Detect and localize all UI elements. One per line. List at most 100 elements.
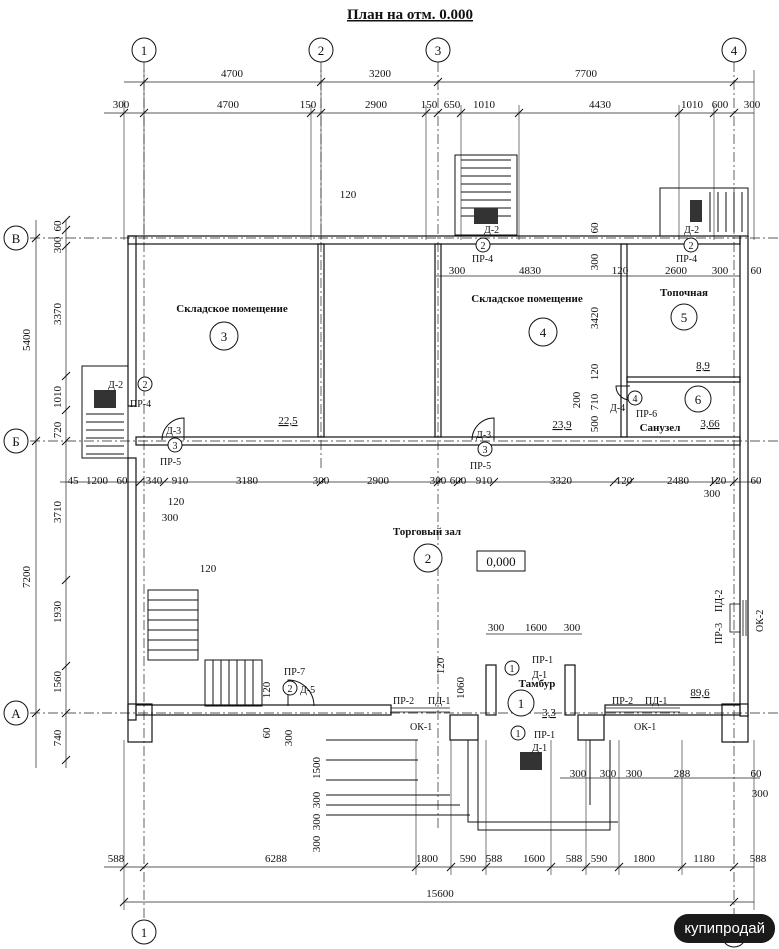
mark-d3: Д-3 [476, 430, 491, 441]
dim-mid-misc: 300 [162, 512, 179, 524]
dim-top2: 300 [113, 99, 130, 111]
plan-title: План на отм. 0.000 [347, 7, 473, 23]
mark-d3: Д-3 [166, 426, 181, 437]
dim-room: 300 [449, 265, 466, 277]
dim-mid-misc: 120 [340, 189, 357, 201]
mark-pd1: ПД-1 [428, 696, 450, 707]
axis-lines [30, 62, 779, 920]
dim-entry: 300 [564, 622, 581, 634]
dim-top2: 600 [712, 99, 729, 111]
room-1-number: 1 [518, 696, 525, 711]
dim-bottom: 1800 [416, 853, 439, 865]
dim-left-outer: 7200 [21, 566, 33, 589]
room-1-name: Тамбур [519, 678, 556, 690]
dim-bottom: 1180 [693, 853, 715, 865]
room-2-name: Торговый зал [393, 526, 461, 538]
window-openings [391, 600, 747, 713]
dim-entry: 300 [488, 622, 505, 634]
dim-mid: 45 [68, 475, 80, 487]
stair-hatches [94, 200, 702, 770]
room-5-name: Топочная [660, 287, 708, 299]
dim-top2: 1010 [473, 99, 496, 111]
axis-label-4-top: 4 [731, 43, 738, 58]
dim-bottom: 588 [566, 853, 583, 865]
dim-entry: 300 [626, 768, 643, 780]
dimension-ticks [31, 77, 739, 907]
dim-mid: 300 [313, 475, 330, 487]
dim-room: 710 [589, 393, 601, 410]
dim-left-inner: 720 [52, 421, 64, 438]
axis-label-a: А [11, 706, 21, 721]
dim-mid-misc: 120 [168, 496, 185, 508]
room-4-name: Складское помещение [471, 293, 583, 305]
mark-d2: Д-2 [484, 225, 499, 236]
dim-left-outer: 5400 [21, 329, 33, 352]
dim-mid: 3320 [550, 475, 573, 487]
dim-bottom: 588 [750, 853, 767, 865]
axis-bubbles [3, 37, 747, 948]
mark-pr5: ПР-5 [160, 457, 181, 468]
dim-left-inner: 1930 [52, 601, 64, 624]
mark-pr1: ПР-1 [534, 730, 555, 741]
dim-room: 3420 [589, 307, 601, 330]
mark-d2: Д-2 [684, 225, 699, 236]
dim-mid-misc: 120 [200, 563, 217, 575]
dim-entry: 300 [311, 813, 323, 830]
stairs [81, 154, 749, 831]
dim-mid: 2900 [367, 475, 390, 487]
tag-num: 2 [143, 380, 148, 391]
dim-top2: 300 [744, 99, 761, 111]
tag-num: 3 [483, 445, 488, 456]
mark-pr2: ПР-2 [612, 696, 633, 707]
dim-entry: 120 [261, 681, 273, 698]
dim-top: 7700 [575, 68, 598, 80]
dim-bottom: 1800 [633, 853, 656, 865]
dim-entry: 60 [751, 768, 763, 780]
dim-entry: 1500 [311, 757, 323, 780]
tag-num: 2 [689, 241, 694, 252]
tag-num: 1 [510, 664, 515, 675]
dim-room: 120 [612, 265, 629, 277]
dim-entry: 300 [570, 768, 587, 780]
mark-pr2: ПР-2 [393, 696, 414, 707]
dim-top: 4700 [221, 68, 244, 80]
room-3-area: 22,5 [278, 415, 298, 427]
mark-ok1: ОК-1 [410, 722, 432, 733]
tag-circles [137, 237, 699, 741]
dim-room: 4830 [519, 265, 542, 277]
room-1-area: 3,3 [542, 707, 556, 719]
mark-pr7: ПР-7 [284, 667, 305, 678]
dim-total: 15600 [426, 888, 454, 900]
dim-bottom: 1600 [523, 853, 546, 865]
dim-room: 300 [589, 253, 601, 270]
room-6-area: 3,66 [700, 418, 720, 430]
dim-entry: 60 [261, 727, 273, 739]
mark-pr1: ПР-1 [532, 655, 553, 666]
mark-d2: Д-2 [108, 380, 123, 391]
dim-mid-misc: 300 [704, 488, 721, 500]
axis-label-3-top: 3 [435, 43, 442, 58]
tag-num: 4 [633, 394, 638, 405]
dim-mid: 60 [751, 475, 763, 487]
axis-label-2-top: 2 [318, 43, 325, 58]
dim-mid: 300 [430, 475, 447, 487]
watermark-badge: купипродай [674, 914, 775, 943]
tag-num: 1 [516, 729, 521, 740]
dim-entry: 120 [435, 657, 447, 674]
dim-entry: 300 [311, 791, 323, 808]
dim-top2: 4700 [217, 99, 240, 111]
dim-left-inner: 1010 [52, 386, 64, 409]
axis-label-v: В [12, 231, 21, 246]
dim-top2: 1010 [681, 99, 704, 111]
dim-left-inner: 1560 [52, 671, 64, 694]
dim-mid: 910 [476, 475, 493, 487]
axis-label-1-top: 1 [141, 43, 148, 58]
tag-num: 2 [288, 684, 293, 695]
dim-top2: 150 [421, 99, 438, 111]
dim-mid: 340 [146, 475, 163, 487]
dim-entry: 300 [752, 788, 769, 800]
dim-room: 2600 [665, 265, 688, 277]
dim-mid: 600 [450, 475, 467, 487]
room-4-number: 4 [540, 325, 547, 340]
dim-entry: 1600 [525, 622, 548, 634]
